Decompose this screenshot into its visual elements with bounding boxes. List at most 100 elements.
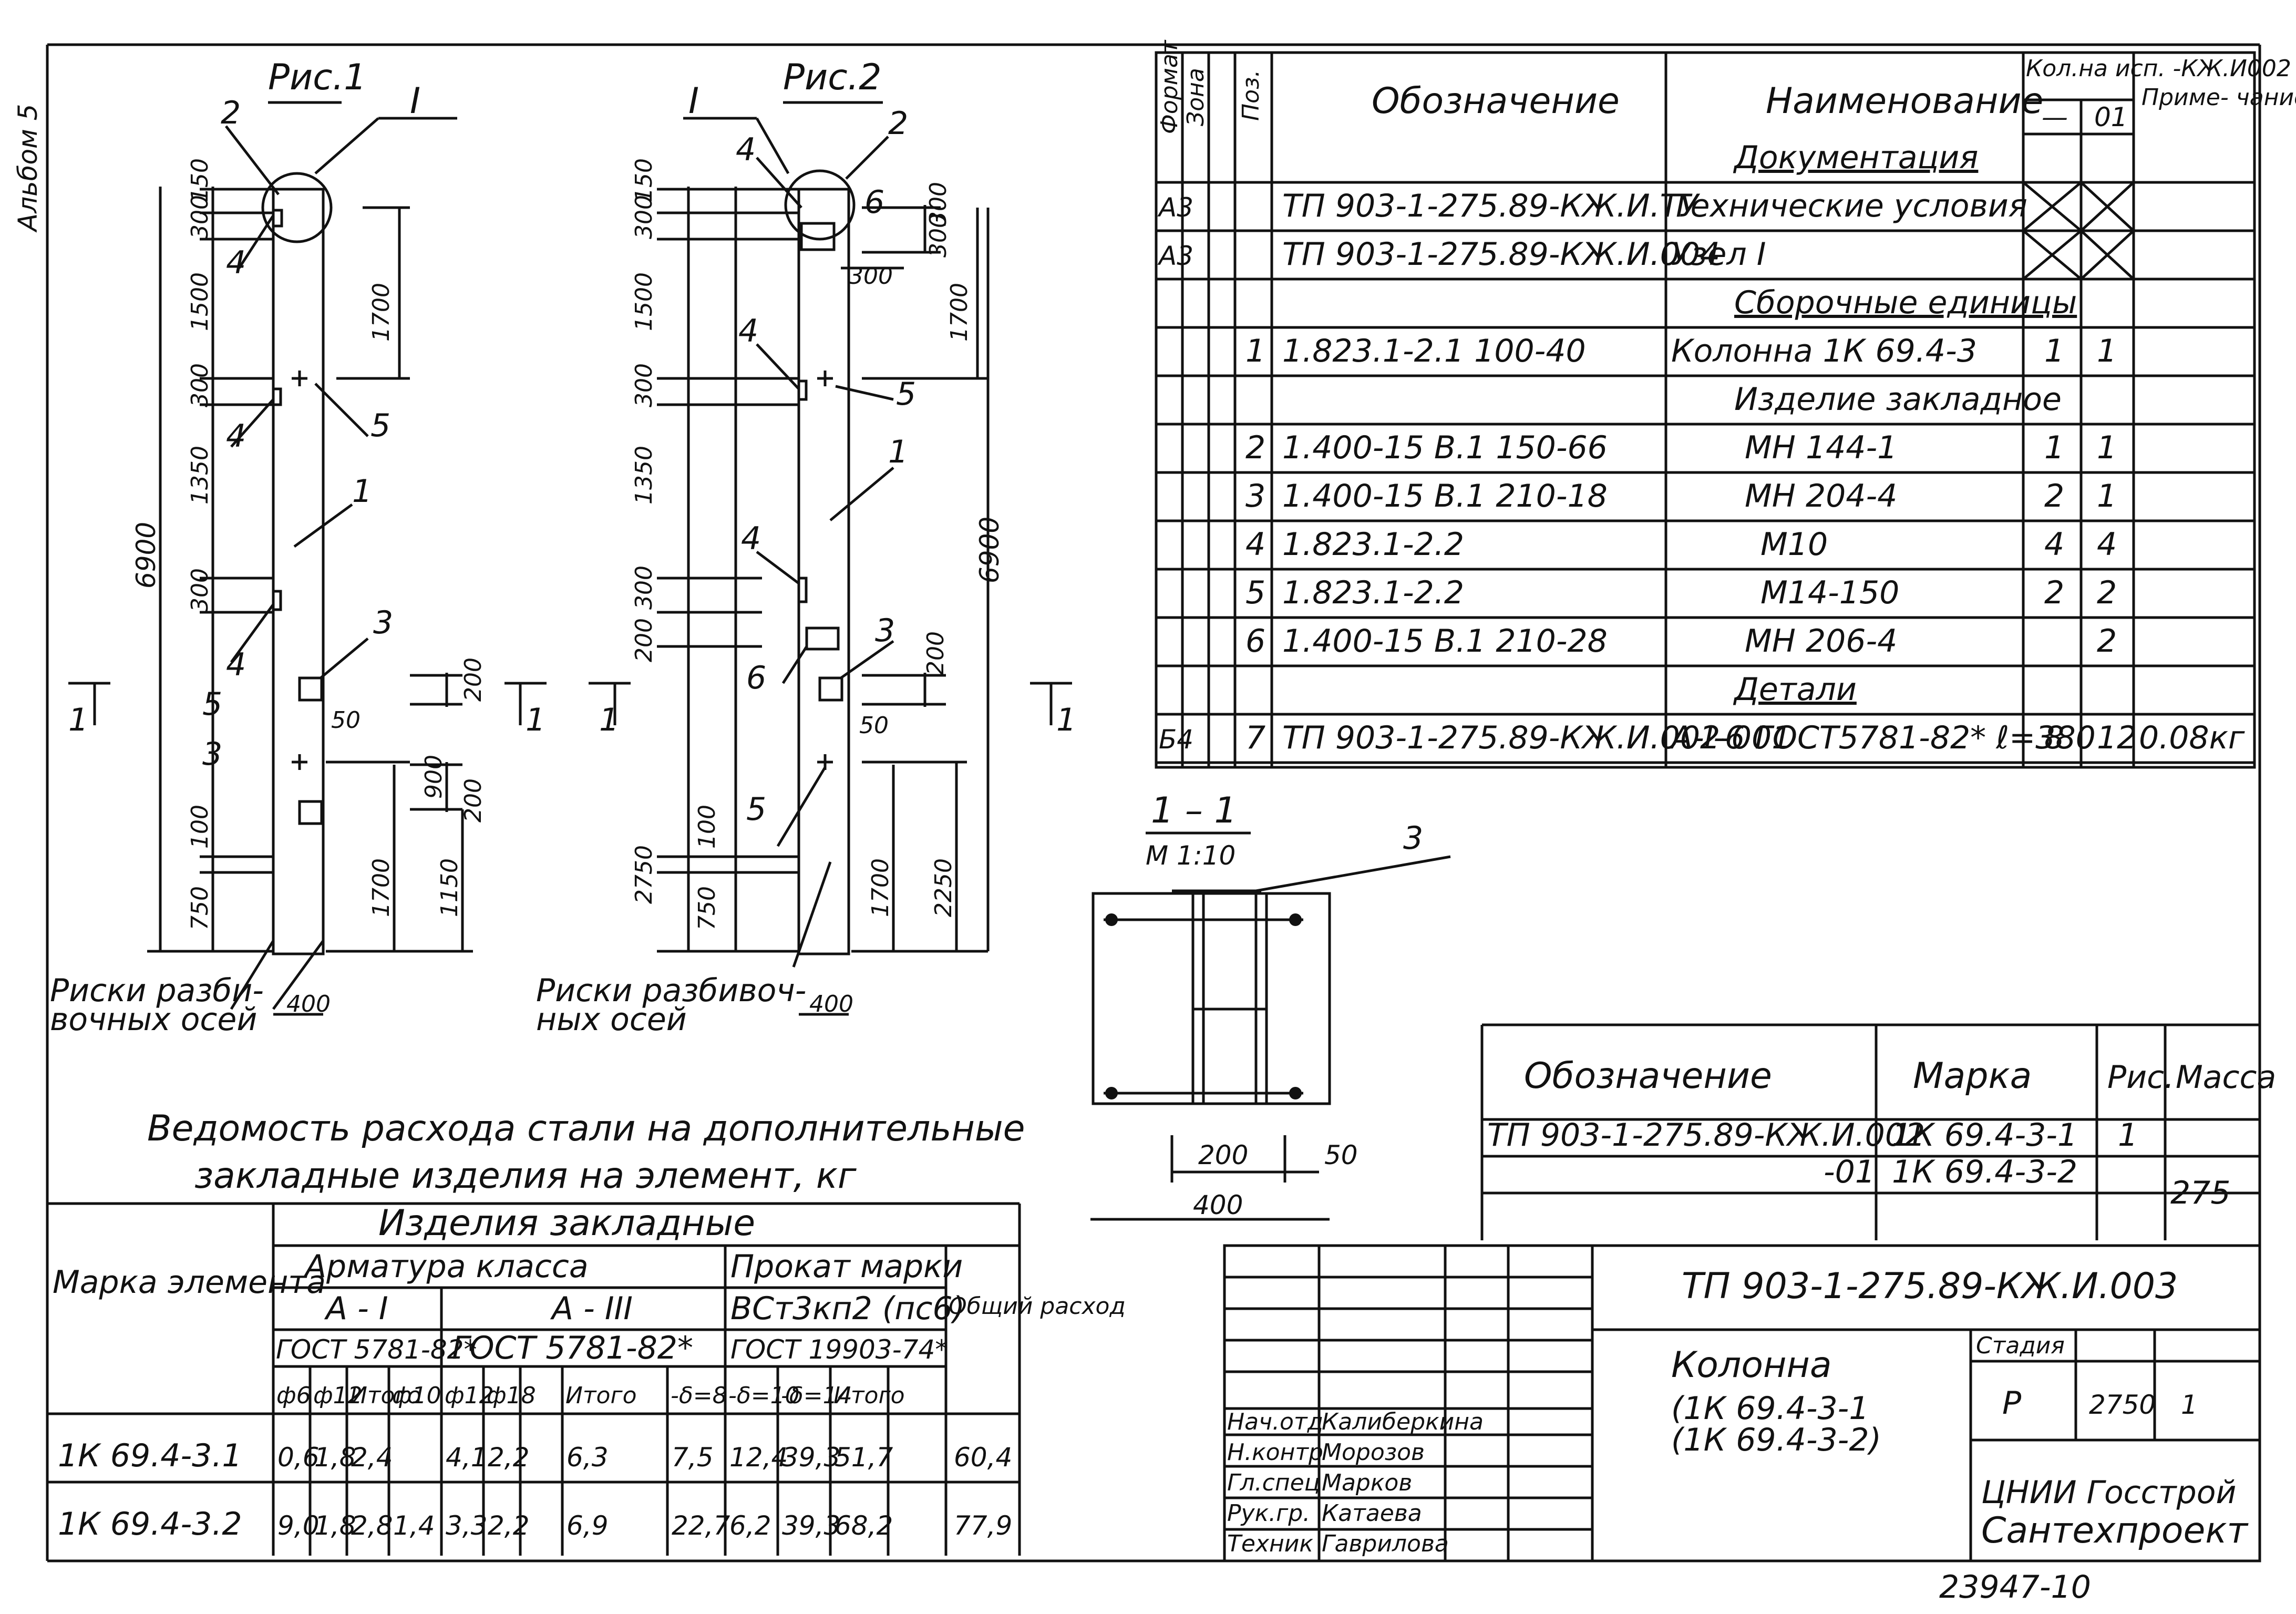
fig1-dim-200a: 200 [460, 657, 487, 702]
steel-col-header: Итого [350, 1382, 421, 1409]
fig2-dim-300d: 300 [925, 213, 952, 258]
fig1-callout-4b: 4 [226, 418, 246, 455]
fig1-dim-400: 400 [286, 991, 331, 1017]
steel-cell: 6,9 [567, 1510, 609, 1541]
steel-h-a1: А - I [324, 1290, 388, 1327]
marks-table: Обозначение Марка Рис. Масса ТП 903-1-27… [1480, 1023, 2276, 1240]
tb-role: Техник [1227, 1530, 1313, 1557]
fig2-callout-4b: 4 [738, 313, 758, 349]
steel-h-a3: А - III [550, 1290, 633, 1327]
steel-col-header: -δ=10 [728, 1382, 800, 1409]
cross-mark [2080, 230, 2135, 280]
steel-cell: 22,7 [672, 1510, 730, 1541]
tb-name-1: Колонна [1671, 1344, 1832, 1386]
fig1-section-mark-left: 1 [68, 702, 88, 738]
fig1-callout-3b: 3 [202, 736, 222, 773]
steel-col-header: ф6 [276, 1382, 311, 1409]
fig1-dim-300a: 300 [187, 195, 213, 239]
tb-person: Гаврилова [1322, 1530, 1449, 1557]
fig1-dim-200b: 200 [460, 778, 487, 823]
fig1-dim-6900: 6900 [131, 522, 161, 589]
spec-header-qty-b: 01 [2094, 102, 2128, 132]
fig2-dim-2750: 2750 [631, 845, 657, 904]
tb-code: ТП 903-1-275.89-КЖ.И.003 [1682, 1266, 2178, 1307]
section-dim-400: 400 [1193, 1190, 1243, 1220]
steel-h-gost1: ГОСТ 5781-82* [276, 1334, 477, 1365]
spec-header-note: Приме- чание [2141, 84, 2296, 111]
fig1-dim-1150: 1150 [436, 858, 463, 917]
steel-cell: 7,5 [672, 1442, 714, 1473]
spec-row-designation: 1.823.1-2.2 [1282, 574, 1464, 611]
fig2-callout-2: 2 [888, 105, 908, 142]
marks-row1-designation: ТП 903-1-275.89-КЖ.И.002 [1487, 1117, 1925, 1154]
spec-row-q2: 1 [2097, 478, 2117, 515]
tb-role: Нач.отд [1227, 1409, 1323, 1435]
fig1-risk-label-1: Риски разби- [50, 972, 264, 1009]
steel-cell: 1,8 [314, 1510, 356, 1541]
steel-table: Ведомость расхода стали на дополнительны… [47, 1108, 1126, 1556]
marks-header-designation: Обозначение [1524, 1055, 1772, 1097]
spec-row-q2: 2 [2097, 623, 2117, 660]
steel-col-header: ф12 [313, 1382, 363, 1409]
spec-row-designation: ТП 903-1-275.89-КЖ.И.ТУ [1282, 188, 1700, 224]
marks-row2-mark: 1К 69.4-3-2 [1892, 1154, 2077, 1190]
fig2-dim-1700a: 1700 [946, 283, 973, 342]
fig2-risk-label-1: Риски разбивоч- [536, 972, 806, 1009]
spec-row-name: М10 [1760, 526, 1828, 563]
steel-cell: 1,8 [314, 1442, 356, 1473]
fig2-dim-1350: 1350 [631, 446, 657, 505]
steel-cell: 2,2 [488, 1510, 530, 1541]
spec-header-name: Наименование [1766, 80, 2043, 122]
tb-person: Калиберкина [1322, 1409, 1484, 1435]
spec-row-format: А3 [1157, 241, 1193, 271]
section-1-1: 1 – 1 М 1:10 3 200 50 400 [1090, 790, 1451, 1221]
marks-row1-mark: 1К 69.4-3-1 [1892, 1117, 2077, 1154]
spec-row-pos: 3 [1245, 478, 1265, 515]
fig1-callout-3a: 3 [373, 604, 393, 641]
spec-row-pos: 5 [1245, 574, 1265, 611]
spec-row-pos: 7 [1245, 719, 1265, 756]
steel-cell: 6,3 [567, 1442, 609, 1473]
spec-row-designation: 1.823.1-2.2 [1282, 526, 1464, 563]
fig1-callout-5b: 5 [202, 686, 222, 723]
fig2-dim-1700b: 1700 [867, 858, 894, 917]
spec-header-format: Формат [1156, 39, 1183, 134]
fig1-dim-1700b: 1700 [368, 858, 395, 917]
fig2-callout-4c: 4 [741, 520, 761, 557]
steel-cell: 3,3 [446, 1510, 488, 1541]
fig2-dim-300b: 300 [631, 363, 657, 407]
fig2-dim-200b: 200 [922, 631, 949, 675]
section-dim-200: 200 [1198, 1140, 1248, 1170]
steel-cell: 0,6 [277, 1442, 320, 1473]
steel-h-total: Общий расход [949, 1293, 1126, 1320]
steel-title-1: Ведомость расхода стали на дополнительны… [147, 1108, 1025, 1149]
steel-cell: 39,3 [782, 1442, 840, 1473]
fig1-risk-label-2: вочных осей [50, 1001, 257, 1038]
spec-row-name: Колонна 1К 69.4-3 [1671, 333, 1977, 369]
fig2-section-mark-left: 1 [599, 702, 619, 738]
steel-col-header: -δ=14 [781, 1382, 852, 1409]
spec-header-zone: Зона [1182, 68, 1209, 126]
fig2-dim-750: 750 [694, 886, 720, 930]
fig2-dim-300e: 300 [925, 182, 952, 226]
fig1-dim-1500: 1500 [187, 272, 213, 331]
tb-name-3: (1К 69.4-3-2) [1671, 1422, 1881, 1458]
tb-stage-label: Стадия [1976, 1332, 2065, 1359]
fig1-callout-1: 1 [352, 473, 372, 510]
tb-person: Морозов [1322, 1439, 1425, 1466]
fig1-dim-50: 50 [331, 707, 361, 734]
fig2-dim-300c: 300 [631, 566, 657, 610]
spec-row-name: Документация [1733, 139, 1978, 176]
fig2-callout-3: 3 [875, 612, 895, 649]
fig1-callout-5a: 5 [370, 407, 390, 444]
fig1-callout-2: 2 [221, 95, 241, 131]
tb-stage: Р [2002, 1385, 2022, 1422]
fig2-callout-5b: 5 [746, 791, 766, 828]
fig2-node-label: I [688, 80, 699, 122]
spec-row-note: 0.08кг [2139, 719, 2245, 756]
steel-row-mark: 1К 69.4-3.1 [58, 1437, 242, 1474]
marks-header-fig: Рис. [2107, 1059, 2174, 1096]
spec-header-qty: Кол.на исп. -КЖ.И002 [2026, 55, 2291, 82]
specification-table: Формат Зона Поз. Обозначение Наименовани… [1155, 39, 2296, 769]
tb-name-2: (1К 69.4-3-1 [1671, 1390, 1869, 1427]
